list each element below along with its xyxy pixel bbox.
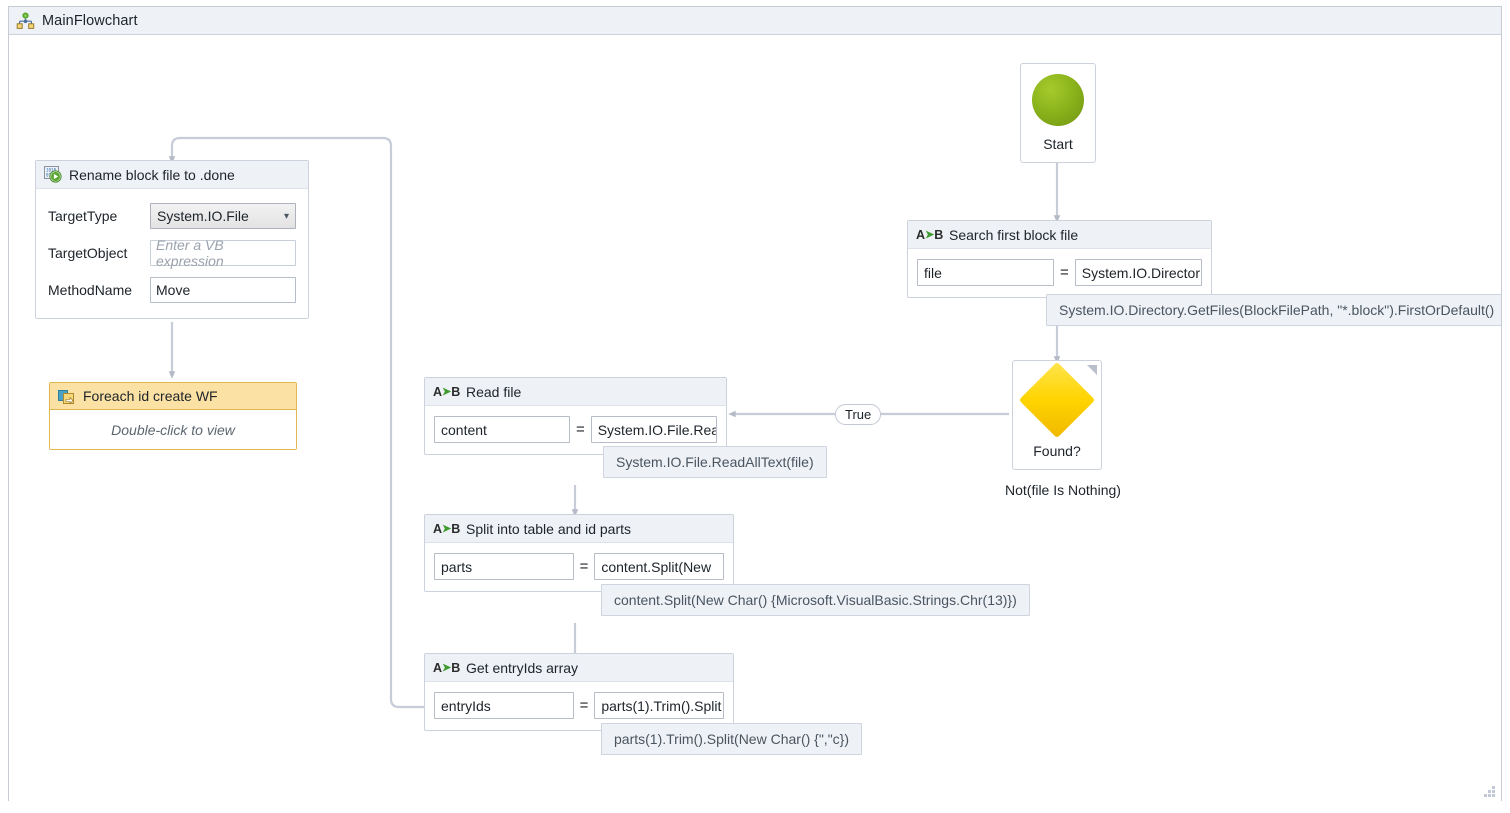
assign-to-field[interactable]: parts — [434, 553, 574, 580]
foreach-icon — [58, 388, 77, 405]
svg-text:1010: 1010 — [46, 167, 57, 172]
start-label: Start — [1043, 136, 1073, 152]
decision-label: Found? — [1033, 443, 1081, 459]
activity-body: entryIds = parts(1).Trim().Split — [425, 682, 733, 730]
property-label: MethodName — [48, 282, 133, 298]
breadcrumb-bar[interactable]: MainFlowchart — [9, 7, 1501, 35]
assign-icon: A➤B — [916, 227, 944, 242]
chevron-down-icon: ▾ — [283, 210, 289, 222]
activity-rename-block-file[interactable]: 1010 0101 Rename block file to .done Tar… — [35, 160, 309, 319]
flowchart-icon — [16, 12, 35, 30]
tooltip-split-expression: content.Split(New Char() {Microsoft.Visu… — [601, 584, 1030, 616]
assign-row: parts = content.Split(New — [434, 553, 724, 580]
activity-get-entryids[interactable]: A➤B Get entryIds array entryIds = parts(… — [424, 653, 734, 731]
tooltip-search-expression: System.IO.Directory.GetFiles(BlockFilePa… — [1046, 294, 1501, 326]
resize-grip-icon[interactable] — [1479, 781, 1495, 797]
activity-body: parts = content.Split(New — [425, 543, 733, 591]
assign-operator: = — [1060, 264, 1069, 281]
foreach-title: Foreach id create WF — [83, 388, 218, 404]
targettype-value: System.IO.File — [157, 208, 249, 224]
activity-header: A➤B Get entryIds array — [425, 654, 733, 682]
assign-icon: A➤B — [433, 521, 461, 536]
property-label: TargetType — [48, 208, 118, 224]
targettype-combobox[interactable]: System.IO.File ▾ — [150, 203, 296, 229]
assign-to-field[interactable]: content — [434, 416, 570, 443]
activity-header: A➤B Search first block file — [908, 221, 1211, 249]
assign-value-field[interactable]: System.IO.File.Reac — [590, 416, 717, 443]
assign-row: entryIds = parts(1).Trim().Split — [434, 692, 724, 719]
decision-corner-marker — [1087, 365, 1097, 375]
assign-value-field[interactable]: parts(1).Trim().Split — [594, 692, 724, 719]
decision-diamond-icon — [1018, 361, 1096, 439]
foreach-body-hint[interactable]: Double-click to view — [50, 410, 296, 449]
assign-to-field[interactable]: file — [917, 259, 1054, 286]
assign-icon: A➤B — [433, 660, 461, 675]
activity-foreach-id-create-wf[interactable]: Foreach id create WF Double-click to vie… — [49, 382, 297, 450]
decision-expression: Not(file Is Nothing) — [1005, 482, 1121, 498]
activity-search-first-block-file[interactable]: A➤B Search first block file file = Syste… — [907, 220, 1212, 298]
activity-title: Read file — [466, 383, 522, 400]
property-label: TargetObject — [48, 245, 128, 261]
breadcrumb-label[interactable]: MainFlowchart — [42, 12, 138, 29]
activity-title: Rename block file to .done — [69, 166, 235, 183]
activity-split-parts[interactable]: A➤B Split into table and id parts parts … — [424, 514, 734, 592]
activity-body: content = System.IO.File.Reac — [425, 406, 726, 454]
assign-value-field[interactable]: System.IO.Director — [1074, 259, 1202, 286]
methodname-input[interactable]: Move — [150, 277, 296, 303]
property-row-targettype: TargetType System.IO.File ▾ — [48, 203, 296, 229]
assign-operator: = — [579, 697, 589, 714]
assign-to-field[interactable]: entryIds — [434, 692, 574, 719]
assign-row: file = System.IO.Director — [917, 259, 1202, 286]
targetobject-input[interactable]: Enter a VB expression — [150, 237, 296, 269]
decision-node-found[interactable]: Found? — [1012, 360, 1102, 470]
assign-row: content = System.IO.File.Reac — [434, 416, 717, 443]
activity-header: A➤B Read file — [425, 378, 726, 406]
activity-body: TargetType System.IO.File ▾ TargetObject… — [36, 189, 308, 318]
activity-title: Split into table and id parts — [466, 520, 631, 537]
assign-operator: = — [575, 421, 585, 438]
designer-frame: MainFlowchart — [8, 6, 1502, 802]
flowchart-canvas[interactable]: Start A➤B Search first block file file =… — [9, 35, 1501, 802]
activity-read-file[interactable]: A➤B Read file content = System.IO.File.R… — [424, 377, 727, 455]
tooltip-entryids-expression: parts(1).Trim().Split(New Char() {","c}) — [601, 723, 862, 755]
assign-icon: A➤B — [433, 384, 461, 399]
activity-title: Search first block file — [949, 226, 1079, 243]
invoke-method-icon: 1010 0101 — [44, 166, 63, 183]
activity-header: 1010 0101 Rename block file to .done — [36, 161, 308, 189]
activity-header: A➤B Split into table and id parts — [425, 515, 733, 543]
start-circle-icon — [1032, 74, 1084, 126]
foreach-header: Foreach id create WF — [50, 383, 296, 410]
start-node[interactable]: Start — [1020, 63, 1096, 163]
activity-body: file = System.IO.Director — [908, 249, 1211, 297]
link-entryids-to-rename — [168, 136, 424, 709]
assign-operator: = — [579, 558, 589, 575]
branch-label-true: True — [835, 404, 882, 425]
tooltip-read-expression: System.IO.File.ReadAllText(file) — [603, 446, 827, 478]
property-row-methodname: MethodName Move — [48, 277, 296, 303]
property-row-targetobject: TargetObject Enter a VB expression — [48, 237, 296, 269]
assign-value-field[interactable]: content.Split(New — [594, 553, 724, 580]
activity-title: Get entryIds array — [466, 659, 579, 676]
